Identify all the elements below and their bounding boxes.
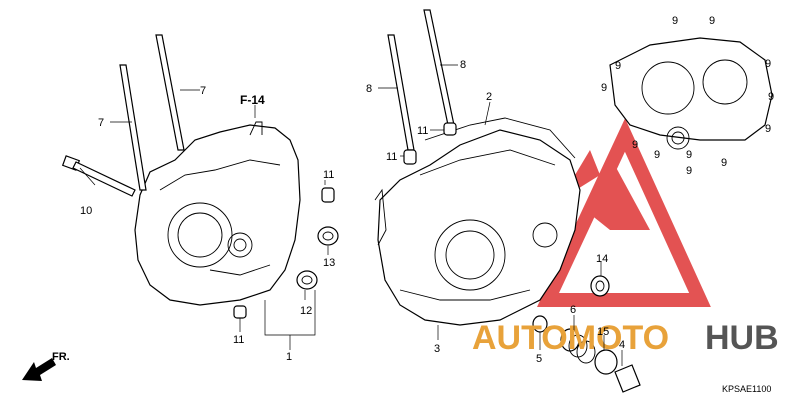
oil-seal-14	[590, 275, 610, 297]
callout-15: 15	[597, 326, 609, 338]
bolt-10	[61, 155, 136, 197]
callout-9-7: 9	[765, 123, 771, 135]
callout-8b: 8	[460, 59, 466, 71]
callout-14: 14	[596, 253, 608, 265]
callout-9-2: 9	[709, 15, 715, 27]
stud-bolts-left	[119, 34, 185, 191]
callout-9-3: 9	[615, 60, 621, 72]
callout-10: 10	[80, 205, 92, 217]
callout-9-12: 9	[721, 157, 727, 169]
reference-label: F-14	[240, 93, 265, 107]
oil-strainer-parts	[532, 315, 641, 393]
callout-9-10: 9	[686, 149, 692, 161]
callout-1: 1	[286, 351, 292, 363]
callout-12: 12	[300, 305, 312, 317]
watermark-brand-left: AUTOMOTO	[472, 319, 669, 357]
callout-11a: 11	[323, 169, 334, 181]
callout-5: 5	[536, 353, 542, 365]
callout-7b: 7	[98, 117, 104, 129]
callout-11d: 11	[386, 151, 397, 163]
front-direction-label: FR.	[52, 351, 70, 363]
callout-9-8: 9	[632, 139, 638, 151]
callout-13: 13	[323, 257, 335, 269]
callout-9-11: 9	[686, 165, 692, 177]
leader-lines	[79, 64, 623, 366]
callout-4: 4	[619, 339, 625, 351]
front-arrow-icon	[22, 358, 56, 381]
watermark-brand-right: HUB	[705, 319, 779, 357]
callout-8a: 8	[366, 83, 372, 95]
diagram-code: KPSAE1100	[722, 384, 771, 394]
callout-11c: 11	[417, 125, 428, 137]
callout-9-1: 9	[672, 15, 678, 27]
callout-7a: 7	[200, 85, 206, 97]
logo-peak	[585, 160, 650, 230]
cover-gasket	[609, 37, 773, 150]
watermark-wordmark: AUTOMOTO HUB	[472, 319, 779, 357]
callout-2: 2	[486, 91, 492, 103]
front-direction-indicator: FR.	[22, 351, 70, 381]
callout-9-5: 9	[601, 82, 607, 94]
dowels-right	[403, 122, 457, 165]
dowels-left	[233, 187, 339, 319]
callout-6: 6	[570, 304, 576, 316]
callout-11b: 11	[233, 334, 244, 346]
callouts: F-14 7 7 10 11 13 11 12 1 8 8 2 11 11 3 …	[80, 15, 774, 365]
callout-9-6: 9	[768, 91, 774, 103]
right-crankcase	[374, 129, 581, 326]
left-crankcase	[134, 121, 301, 306]
callout-9-9: 9	[654, 149, 660, 161]
logo-triangle	[537, 118, 711, 307]
callout-3: 3	[434, 343, 440, 355]
callout-9-4: 9	[765, 58, 771, 70]
